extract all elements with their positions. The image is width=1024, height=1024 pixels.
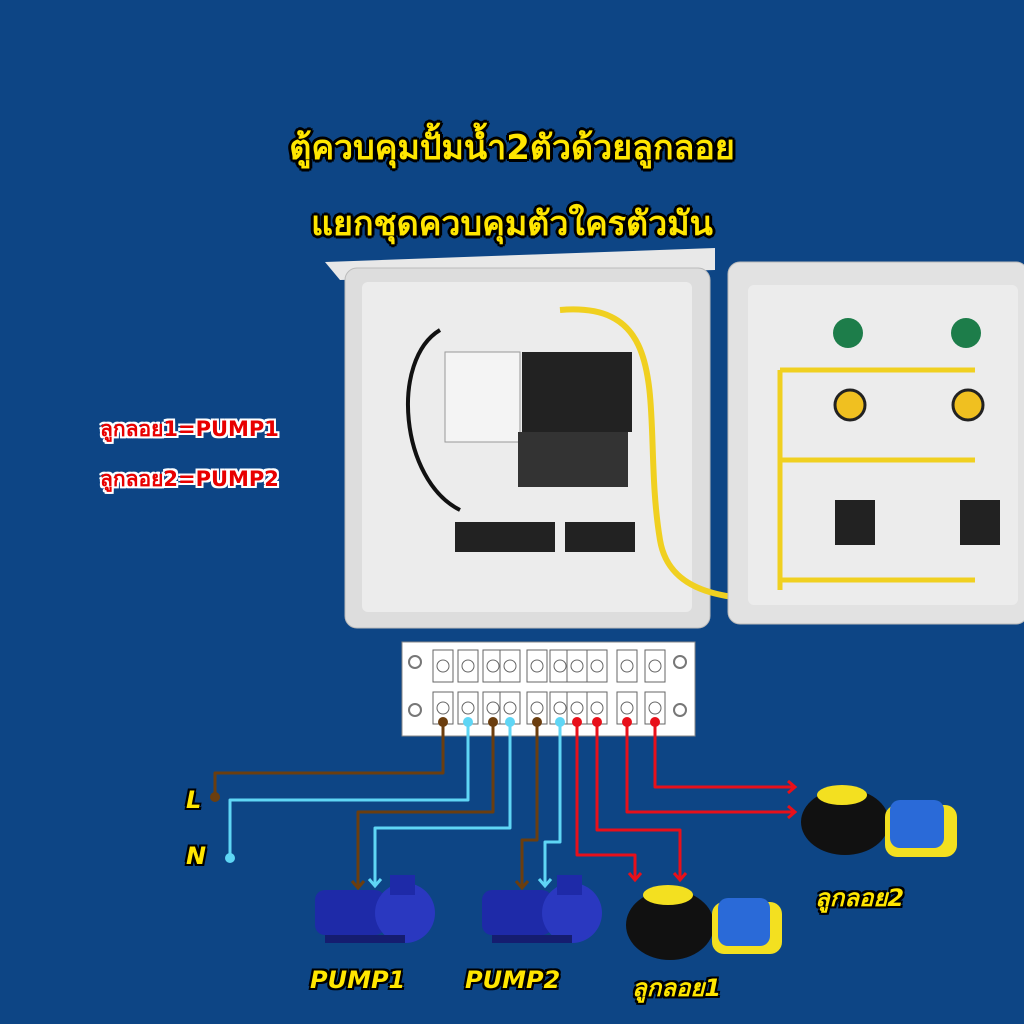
wire-arrow-icon xyxy=(350,880,366,891)
terminal-4 xyxy=(499,649,521,683)
wire-terminal-dot xyxy=(555,717,565,727)
terminal-10 xyxy=(644,649,666,683)
wire-arrow-icon xyxy=(672,872,688,883)
terminal-screw xyxy=(590,659,604,673)
mapping-float1: ลูกลอย1=PUMP1 xyxy=(100,417,279,441)
wire-arrow-icon xyxy=(537,878,553,889)
label-n: N xyxy=(186,842,207,870)
float1-photo xyxy=(626,885,782,960)
wire-terminal-dot xyxy=(488,717,498,727)
wire-arrow-icon xyxy=(514,880,530,891)
wire-8 xyxy=(595,722,682,880)
wire-end-dot xyxy=(210,792,220,802)
wire-arrow-icon xyxy=(787,779,798,795)
float2-photo xyxy=(801,785,957,857)
wire-end-dot xyxy=(225,853,235,863)
terminal-5 xyxy=(526,649,548,683)
wire-terminal-dot xyxy=(438,717,448,727)
terminal-screw xyxy=(620,659,634,673)
wire-3 xyxy=(356,722,495,888)
terminal-screw xyxy=(590,701,604,715)
title-line-2: แยกชุดควบคุมตัวใครตัวมัน xyxy=(311,204,713,244)
label-pump2: PUMP2 xyxy=(465,966,561,994)
wire-9 xyxy=(625,722,795,814)
terminal-screw xyxy=(461,701,475,715)
wire-7 xyxy=(575,722,637,880)
label-l: L xyxy=(186,786,202,814)
pump2-photo xyxy=(482,875,602,943)
terminal-screw xyxy=(620,701,634,715)
mapping-float2: ลูกลอย2=PUMP2 xyxy=(100,467,279,491)
wire-terminal-dot xyxy=(650,717,660,727)
terminal-screw xyxy=(503,701,517,715)
wire-6 xyxy=(543,722,562,886)
terminal-screw xyxy=(503,659,517,673)
terminal-screw xyxy=(648,701,662,715)
terminal-screw xyxy=(436,659,450,673)
wire-terminal-dot xyxy=(505,717,515,727)
wire-2 xyxy=(228,722,470,858)
wire-arrow-icon xyxy=(627,872,643,883)
terminal-screw xyxy=(486,659,500,673)
terminal-screw xyxy=(570,659,584,673)
wires xyxy=(210,717,798,891)
terminal-screw xyxy=(553,659,567,673)
title-line-1: ตู้ควบคุมปั้มน้ำ2ตัวด้วยลูกลอย xyxy=(289,128,735,168)
terminal-7 xyxy=(566,649,588,683)
terminal-screw xyxy=(648,659,662,673)
terminal-screw xyxy=(530,701,544,715)
terminal-screw xyxy=(461,659,475,673)
wire-terminal-dot xyxy=(622,717,632,727)
wire-terminal-dot xyxy=(463,717,473,727)
wire-terminal-dot xyxy=(592,717,602,727)
terminal-1 xyxy=(432,649,454,683)
wire-arrow-icon xyxy=(367,878,383,889)
wire-4 xyxy=(373,722,512,886)
wire-terminal-dot xyxy=(532,717,542,727)
label-float1: ลูกลอย1 xyxy=(632,974,722,1002)
pump1-photo xyxy=(315,875,435,943)
terminal-screw xyxy=(530,659,544,673)
wire-terminal-dot xyxy=(572,717,582,727)
wire-5 xyxy=(520,722,539,888)
wire-10 xyxy=(653,722,795,789)
terminal-screw xyxy=(553,701,567,715)
control-box-photo xyxy=(325,248,1024,629)
wire-arrow-icon xyxy=(787,804,798,820)
terminal-9 xyxy=(616,649,638,683)
terminal-screw xyxy=(570,701,584,715)
terminal-block xyxy=(401,641,696,737)
terminal-8 xyxy=(586,649,608,683)
terminal-screw xyxy=(486,701,500,715)
terminal-2 xyxy=(457,649,479,683)
wire-1 xyxy=(213,722,445,797)
label-float2: ลูกลอย2 xyxy=(815,884,905,912)
label-pump1: PUMP1 xyxy=(310,966,406,994)
terminal-screw xyxy=(436,701,450,715)
